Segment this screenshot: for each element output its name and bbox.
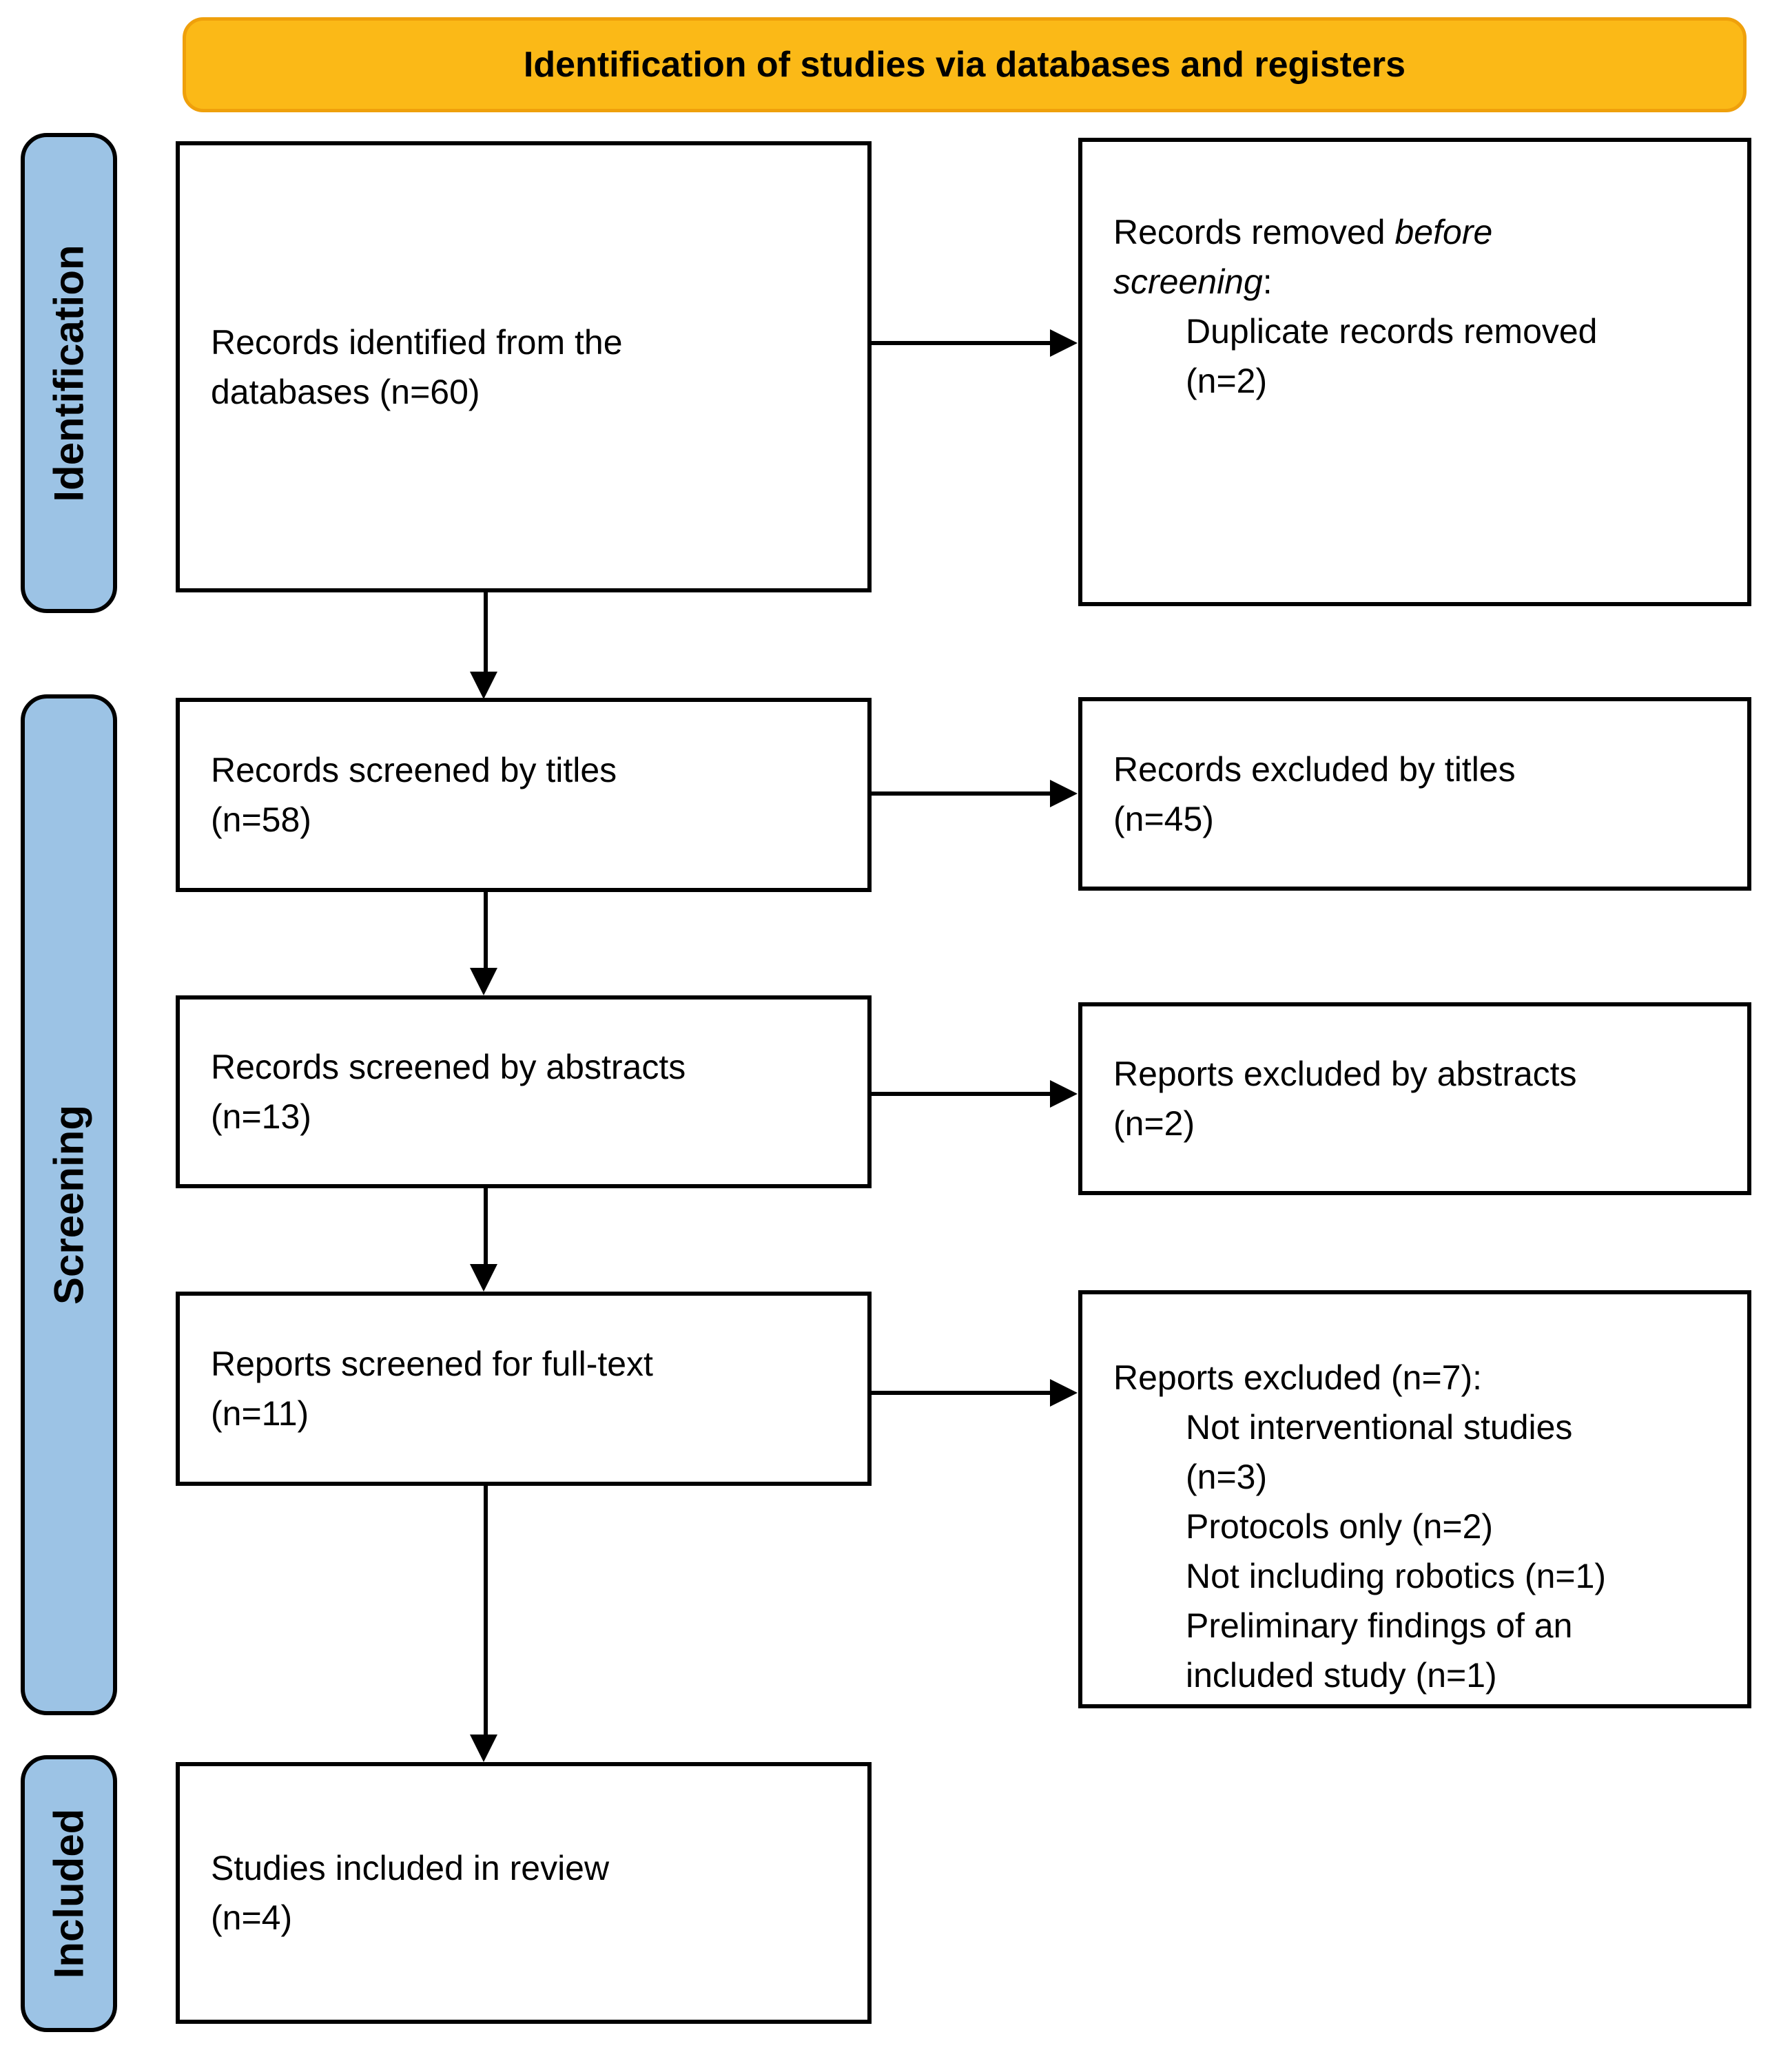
arrow-abstracts-to-excluded-shaft <box>872 1092 1050 1096</box>
box-reports-screened-fulltext-line1: Reports screened for full-text <box>211 1345 653 1383</box>
box-reports-excluded-item1-line1: Not interventional studies <box>1186 1408 1573 1447</box>
arrow-identified-to-removed-head <box>1050 329 1078 357</box>
box-studies-included-line2: (n=4) <box>211 1898 293 1937</box>
box-records-screened-titles: Records screened by titles (n=58) <box>176 698 872 892</box>
box-reports-screened-fulltext-line2: (n=11) <box>211 1394 309 1433</box>
stage-label-included-text: Included <box>45 1808 92 1979</box>
arrow-titles-to-abstracts-shaft <box>484 892 488 968</box>
arrow-titles-to-excluded-shaft <box>872 791 1050 796</box>
box-reports-excluded-item3: Not including robotics (n=1) <box>1186 1557 1607 1595</box>
box-records-identified-line1: Records identified from the <box>211 322 623 362</box>
box-reports-excluded-abstracts: Reports excluded by abstracts (n=2) <box>1078 1002 1751 1195</box>
box-reports-excluded-abstracts-line1: Reports excluded by abstracts <box>1113 1055 1577 1093</box>
box-records-excluded-titles: Records excluded by titles (n=45) <box>1078 697 1751 891</box>
stage-label-identification: Identification <box>21 133 117 613</box>
box-reports-excluded-abstracts-line2: (n=2) <box>1113 1104 1195 1143</box>
arrow-abstracts-to-fulltext-shaft <box>484 1188 488 1264</box>
box-records-removed-before-screening: Records removed before screening: Duplic… <box>1078 138 1751 606</box>
arrow-identified-to-removed-shaft <box>872 341 1050 345</box>
box-records-removed-item-line1: Duplicate records removed <box>1186 312 1598 351</box>
box-records-identified-line2: databases (n=60) <box>211 372 480 411</box>
box-reports-excluded-item2: Protocols only (n=2) <box>1186 1507 1494 1546</box>
box-records-identified: Records identified from the databases (n… <box>176 141 872 592</box>
arrow-titles-to-excluded-head <box>1050 780 1078 807</box>
box-records-excluded-titles-line2: (n=45) <box>1113 799 1214 838</box>
italic-screening: screening <box>1113 262 1263 301</box>
box-records-screened-abstracts-line2: (n=13) <box>211 1097 311 1136</box>
box-reports-excluded-item4-line1: Preliminary findings of an <box>1186 1606 1573 1645</box>
arrow-abstracts-to-excluded-head <box>1050 1080 1078 1108</box>
box-reports-excluded-fulltext: Reports excluded (n=7): Not intervention… <box>1078 1290 1751 1708</box>
arrow-identified-to-titles-head <box>470 672 497 699</box>
italic-before: before <box>1394 213 1493 251</box>
stage-label-screening-text: Screening <box>45 1104 92 1305</box>
stage-label-screening: Screening <box>21 694 117 1715</box>
arrow-fulltext-to-excluded-head <box>1050 1379 1078 1407</box>
box-records-screened-abstracts: Records screened by abstracts (n=13) <box>176 995 872 1188</box>
box-records-screened-abstracts-line1: Records screened by abstracts <box>211 1048 686 1086</box>
header-banner: Identification of studies via databases … <box>183 17 1747 112</box>
stage-label-identification-text: Identification <box>45 244 92 502</box>
box-records-excluded-titles-line1: Records excluded by titles <box>1113 749 1516 789</box>
arrow-identified-to-titles-shaft <box>484 592 488 672</box>
arrow-fulltext-to-included-shaft <box>484 1486 488 1735</box>
box-records-removed-item-line2: (n=2) <box>1186 362 1268 400</box>
box-records-removed-head-line2: screening: <box>1113 262 1273 301</box>
arrow-titles-to-abstracts-head <box>470 968 497 995</box>
box-reports-screened-fulltext: Reports screened for full-text (n=11) <box>176 1292 872 1486</box>
box-reports-excluded-item4-line2: included study (n=1) <box>1186 1656 1497 1695</box>
header-banner-title: Identification of studies via databases … <box>523 45 1406 85</box>
arrow-fulltext-to-included-head <box>470 1735 497 1762</box>
box-reports-excluded-item1-line2: (n=3) <box>1186 1458 1268 1496</box>
box-studies-included-line1: Studies included in review <box>211 1849 610 1887</box>
box-records-screened-titles-line1: Records screened by titles <box>211 751 617 789</box>
box-records-screened-titles-line2: (n=58) <box>211 800 311 839</box>
arrow-fulltext-to-excluded-shaft <box>872 1391 1050 1395</box>
stage-label-included: Included <box>21 1755 117 2032</box>
box-reports-excluded-head: Reports excluded (n=7): <box>1113 1358 1483 1397</box>
box-records-removed-head-line1: Records removed before <box>1113 213 1493 251</box>
arrow-abstracts-to-fulltext-head <box>470 1264 497 1292</box>
box-studies-included: Studies included in review (n=4) <box>176 1762 872 2024</box>
